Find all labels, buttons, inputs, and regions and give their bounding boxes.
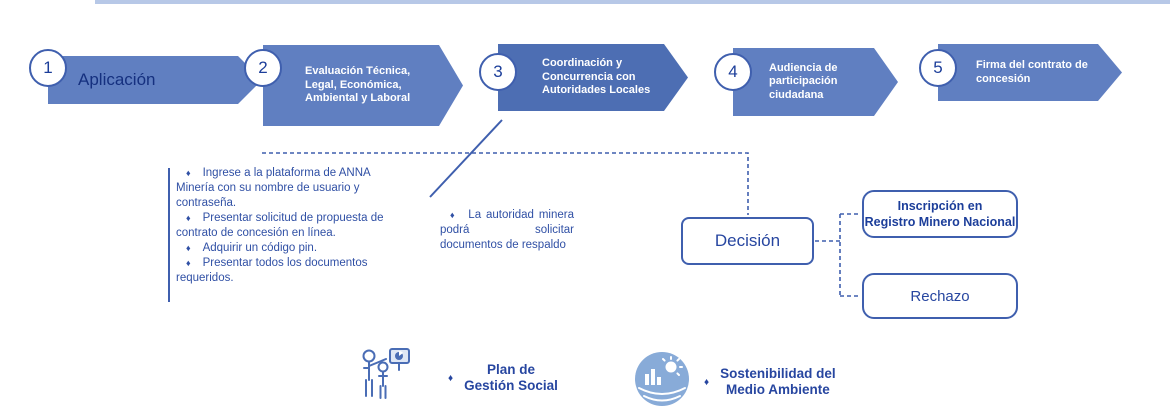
- step-1-number: 1: [29, 49, 67, 87]
- top-border-strip: [95, 0, 1170, 4]
- step-5-arrow: Firma del contrato de concesión: [938, 44, 1122, 101]
- outcome-reject-box: Rechazo: [862, 273, 1018, 319]
- bullet-diamond-icon: ♦: [186, 168, 191, 178]
- step-5-number: 5: [919, 49, 957, 87]
- step-2-notes: ♦Ingrese a la plataforma de ANNA Minería…: [176, 166, 386, 286]
- step-4-label: Audiencia de participación ciudadana: [769, 61, 838, 101]
- note-item: ♦Ingrese a la plataforma de ANNA Minería…: [176, 167, 371, 209]
- step-3-label: Coordinación y Concurrencia con Autorida…: [542, 57, 651, 97]
- step-2-arrow: Evaluación Técnica, Legal, Económica, Am…: [263, 45, 463, 126]
- bullet-diamond-icon: ♦: [186, 258, 191, 268]
- outcome-accept-box: Inscripción en Registro Minero Nacional: [862, 190, 1018, 238]
- bullet-diamond-icon: ♦: [704, 376, 710, 388]
- step-2-number: 2: [244, 49, 282, 87]
- bullet-diamond-icon: ♦: [186, 213, 191, 223]
- step-1-label: Aplicación: [78, 69, 156, 89]
- environment-icon: [633, 350, 691, 413]
- step-5-label: Firma del contrato de concesión: [976, 59, 1088, 85]
- step-3-note: ♦La autoridad minera podrá solicitar doc…: [440, 208, 574, 253]
- legend-environment-label: Sostenibilidad del Medio Ambiente: [720, 366, 836, 398]
- legend-social-label: Plan de Gestión Social: [464, 362, 558, 394]
- note-item: ♦Presentar solicitud de propuesta de con…: [176, 212, 384, 239]
- social-plan-icon: [352, 344, 414, 416]
- bullet-diamond-icon: ♦: [186, 243, 191, 253]
- step-3-number: 3: [479, 53, 517, 91]
- note-item: ♦Presentar todos los documentos requerid…: [176, 257, 368, 284]
- bullet-diamond-icon: ♦: [450, 210, 457, 220]
- step-2-label: Evaluación Técnica, Legal, Económica, Am…: [305, 65, 411, 105]
- step-1-arrow: Aplicación: [48, 56, 262, 104]
- step-4-number: 4: [714, 53, 752, 91]
- note-item: ♦Adquirir un código pin.: [186, 242, 318, 254]
- bullet-diamond-icon: ♦: [448, 372, 454, 384]
- step-3-arrow: Coordinación y Concurrencia con Autorida…: [498, 44, 688, 111]
- legend-environment: ♦ Sostenibilidad del Medio Ambiente: [704, 366, 836, 398]
- decision-box: Decisión: [681, 217, 814, 265]
- note-item: ♦La autoridad minera podrá solicitar doc…: [440, 209, 574, 251]
- step-4-arrow: Audiencia de participación ciudadana: [733, 48, 898, 116]
- legend-social: ♦ Plan de Gestión Social: [448, 362, 558, 394]
